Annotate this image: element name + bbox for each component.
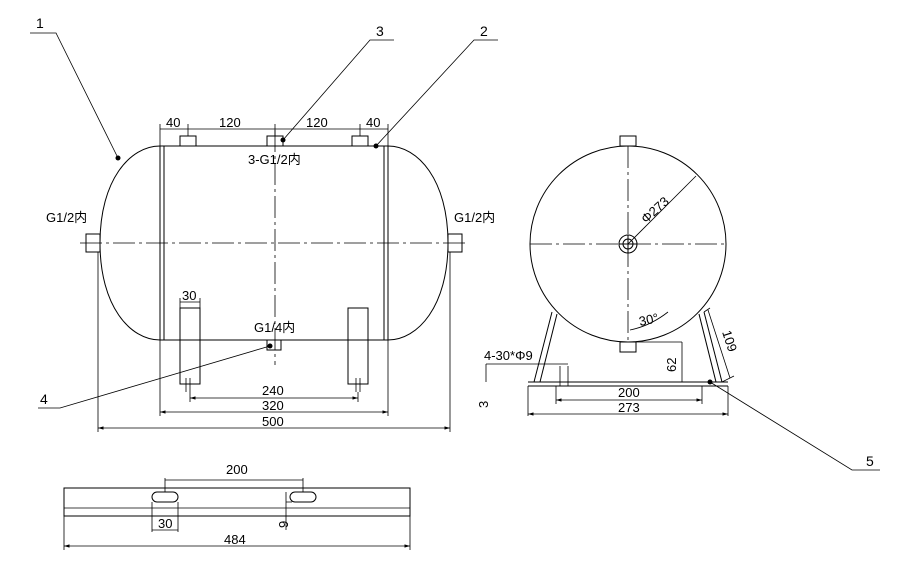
top-dimensions: 40 120 120 40 bbox=[159, 115, 389, 146]
top-nozzles bbox=[179, 135, 369, 147]
bottom-dimensions: 240 320 500 bbox=[97, 252, 451, 432]
dim-30-leg: 30 bbox=[182, 288, 196, 303]
front-view: 40 120 120 40 3-G1/2内 G1/2内 G1/2内 G1/4内 … bbox=[30, 15, 498, 432]
side-nozzles bbox=[85, 233, 463, 253]
dim-9: 9 bbox=[276, 521, 291, 528]
callout-4-label: 4 bbox=[40, 391, 48, 407]
dim-leg: 109 bbox=[719, 328, 740, 353]
bottom-nozzle bbox=[266, 339, 282, 351]
label-right-port: G1/2内 bbox=[454, 210, 495, 225]
side-bottom-nozzle bbox=[619, 341, 637, 353]
dim-40-left: 40 bbox=[166, 115, 180, 130]
callout-1-label: 1 bbox=[36, 15, 44, 31]
dim-200-plate: 200 bbox=[226, 462, 248, 477]
dim-40-right: 40 bbox=[366, 115, 380, 130]
dim-120-right: 120 bbox=[306, 115, 328, 130]
dim-200-side: 200 bbox=[618, 385, 640, 400]
callout-5-label: 5 bbox=[866, 453, 874, 469]
label-top-ports: 3-G1/2内 bbox=[248, 152, 301, 167]
callout-1: 1 bbox=[30, 15, 121, 161]
base-plate bbox=[63, 487, 411, 517]
dim-240: 240 bbox=[262, 383, 284, 398]
dim-angle: 30° bbox=[638, 310, 660, 329]
label-left-port: G1/2内 bbox=[46, 210, 87, 225]
center-lines bbox=[80, 130, 465, 365]
saddle-support bbox=[528, 311, 728, 387]
dim-diameter: Φ273 bbox=[638, 194, 672, 227]
callout-2-label: 2 bbox=[480, 23, 488, 39]
side-top-nozzle bbox=[619, 135, 637, 147]
callout-3-label: 3 bbox=[376, 23, 384, 39]
slot-left bbox=[151, 491, 179, 503]
side-view: Φ273 30° 109 62 4-30*Φ9 3 200 273 bbox=[476, 135, 880, 471]
base-plate-view: 200 9 30 484 bbox=[63, 462, 411, 550]
dim-holes: 4-30*Φ9 bbox=[484, 348, 533, 363]
callout-3: 3 bbox=[280, 23, 394, 143]
dim-320: 320 bbox=[262, 398, 284, 413]
callout-4: 4 bbox=[38, 343, 273, 409]
slot-right bbox=[289, 491, 317, 503]
callout-5: 5 bbox=[707, 379, 880, 471]
dim-120-left: 120 bbox=[219, 115, 241, 130]
dim-500: 500 bbox=[262, 414, 284, 429]
label-bottom-port: G1/4内 bbox=[254, 320, 295, 335]
leg-width-dimension: 30 bbox=[179, 288, 201, 308]
dim-273: 273 bbox=[618, 400, 640, 415]
dim-484: 484 bbox=[224, 532, 246, 547]
dim-height-62: 62 bbox=[664, 358, 679, 372]
callout-2: 2 bbox=[373, 23, 498, 149]
support-legs bbox=[179, 307, 369, 392]
dim-thickness-3: 3 bbox=[476, 401, 491, 408]
dim-30-plate: 30 bbox=[158, 516, 172, 531]
